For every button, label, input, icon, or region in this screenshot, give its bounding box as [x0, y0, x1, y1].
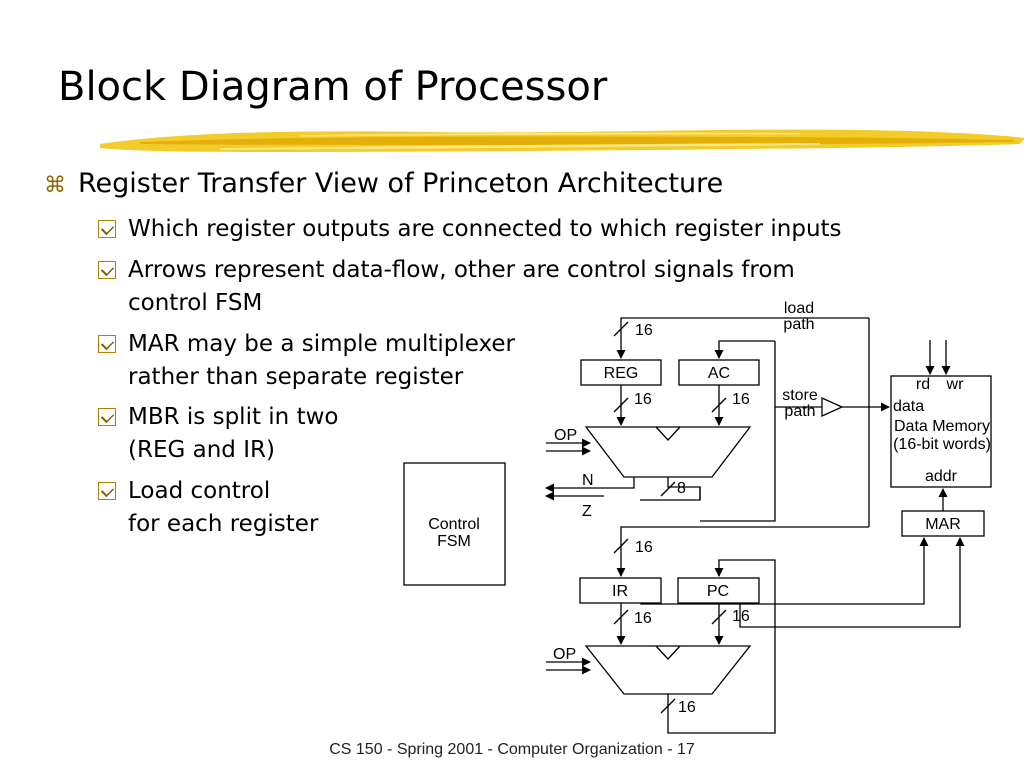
ac-register	[678, 359, 760, 386]
width-label: 16	[634, 610, 652, 627]
sub-bullet-text-cont: control FSM	[128, 290, 263, 316]
sub-bullet-text-cont: (REG and IR)	[128, 437, 275, 463]
ac-label: AC	[708, 365, 730, 382]
slide-title: Block Diagram of Processor	[58, 64, 608, 110]
alu-top	[584, 426, 752, 478]
store-path-triangle	[821, 396, 844, 418]
pc-register	[677, 577, 760, 604]
sub-bullet: MBR is split in two (REG and IR)	[98, 401, 338, 467]
sub-bullet-text: MBR is split in two	[128, 404, 339, 430]
mar-label: MAR	[925, 516, 961, 533]
ac-feedback	[667, 477, 701, 500]
sub-bullet-text-cont: for each register	[128, 511, 319, 537]
command-key-icon: ⌘	[44, 173, 66, 198]
fsm-label-2: FSM	[437, 533, 471, 550]
fsm-label-1: Control	[428, 516, 480, 533]
mem-sub-label: (16-bit words)	[893, 436, 991, 453]
mem-rd-label: rd	[916, 376, 930, 393]
store-path-label-1: store	[782, 387, 818, 404]
sub-bullet: Load control for each register	[98, 475, 318, 541]
reg-register	[580, 359, 662, 386]
sub-bullet-text: MAR may be a simple multiplexer	[128, 331, 516, 357]
alu-bottom	[584, 645, 752, 695]
flag-n-label: N	[582, 472, 594, 489]
store-path-label-2: path	[784, 403, 815, 420]
sub-bullet-text: Load control	[128, 478, 271, 504]
op-bottom-label: OP	[553, 646, 576, 663]
width-label: 16	[732, 608, 750, 625]
op-top-label: OP	[554, 427, 577, 444]
reg-label: REG	[604, 365, 639, 382]
width-label: 16	[635, 322, 653, 339]
checkbox-bullet-icon	[98, 261, 116, 279]
flag-z-label: Z	[582, 503, 592, 520]
width-label: 16	[678, 699, 696, 716]
sub-bullet-text: Which register outputs are connected to …	[128, 216, 842, 242]
checkbox-bullet-icon	[98, 408, 116, 426]
slide-footer: CS 150 - Spring 2001 - Computer Organiza…	[329, 741, 695, 758]
pc-label: PC	[707, 583, 729, 600]
sub-bullet: MAR may be a simple multiplexer rather t…	[98, 328, 515, 394]
mem-wr-label: wr	[946, 376, 965, 393]
sub-bullet-text-cont: rather than separate register	[128, 364, 464, 390]
ir-register	[579, 577, 662, 604]
mem-name-label: Data Memory	[894, 418, 990, 435]
sub-bullet: Which register outputs are connected to …	[98, 213, 842, 246]
mem-data-label: data	[893, 398, 924, 415]
ir-label: IR	[612, 583, 628, 600]
checkbox-bullet-icon	[98, 335, 116, 353]
width-label: 16	[634, 391, 652, 408]
sub-bullet: Arrows represent data-flow, other are co…	[98, 254, 795, 320]
mem-addr-label: addr	[925, 468, 958, 485]
mar-register	[901, 510, 985, 537]
title-underline-brush	[100, 129, 1024, 152]
width-label: 16	[732, 391, 750, 408]
bullet-level1-text: Register Transfer View of Princeton Arch…	[78, 168, 724, 199]
checkbox-bullet-icon	[98, 482, 116, 500]
sub-bullet-text: Arrows represent data-flow, other are co…	[128, 257, 795, 283]
control-fsm-block	[403, 462, 506, 586]
width-label: 16	[635, 539, 653, 556]
width-label: 8	[677, 480, 686, 497]
bullet-level1: ⌘ Register Transfer View of Princeton Arc…	[44, 168, 723, 199]
data-memory-block	[890, 375, 992, 488]
checkbox-bullet-icon	[98, 220, 116, 238]
ac-input-bus	[700, 341, 776, 522]
load-path-bus	[616, 317, 869, 359]
